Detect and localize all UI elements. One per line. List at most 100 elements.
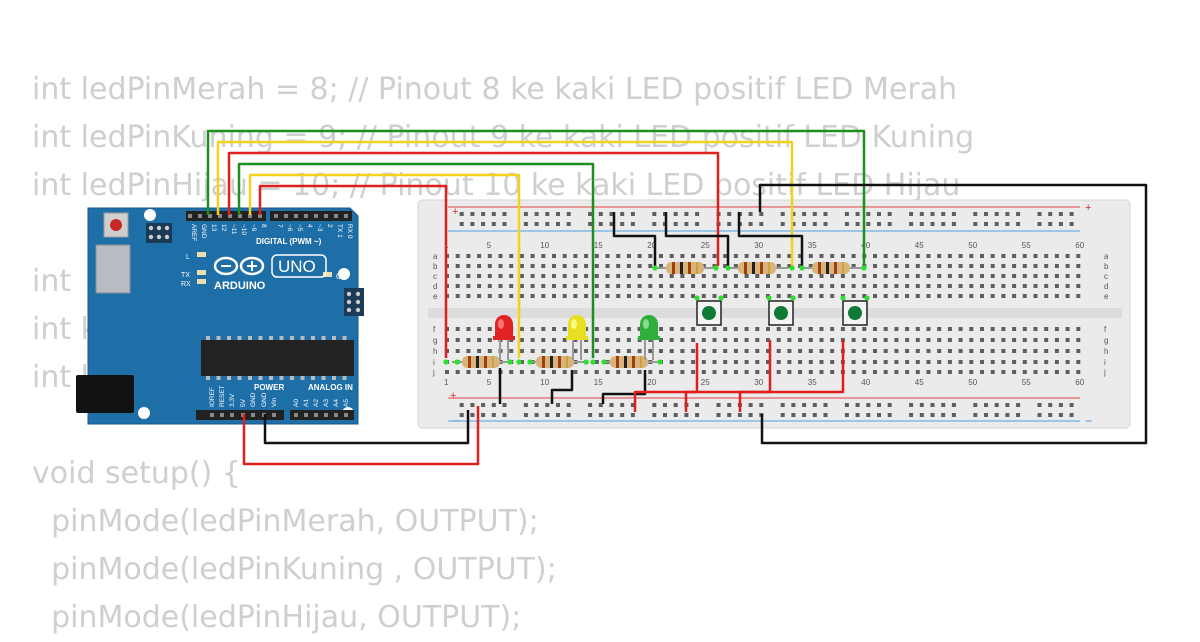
breadboard-hole	[552, 349, 556, 353]
breadboard-hole	[894, 274, 899, 278]
breadboard-hole	[477, 284, 482, 288]
connection-indicator	[790, 295, 796, 301]
rail-hole	[545, 212, 550, 216]
column-label: 50	[968, 241, 977, 250]
rail-hole	[1037, 413, 1042, 417]
code-line: void setup() {	[32, 456, 241, 491]
breadboard-hole	[980, 349, 984, 353]
breadboard-hole	[958, 294, 963, 298]
row-label: d	[1104, 282, 1108, 291]
breadboard-hole	[937, 338, 942, 342]
pin-label: 2	[326, 224, 333, 228]
rail-hole	[556, 212, 560, 216]
breadboard-hole	[851, 254, 856, 258]
breadboard-hole	[626, 338, 631, 342]
column-label: 10	[540, 378, 549, 387]
breadboard-hole	[637, 349, 642, 353]
column-label: 30	[754, 378, 763, 387]
red-wire	[738, 340, 845, 412]
breadboard-hole	[584, 284, 589, 288]
breadboard-hole	[926, 349, 931, 353]
rail-hole	[545, 222, 550, 226]
breadboard-hole	[648, 294, 653, 298]
breadboard-hole	[744, 338, 749, 342]
chip-leg	[206, 336, 210, 340]
breadboard-hole	[659, 264, 663, 268]
breadboard-hole	[733, 284, 738, 288]
breadboard-hole	[894, 264, 899, 268]
breadboard-hole	[1065, 264, 1070, 268]
rail-hole	[470, 212, 475, 216]
row-label: j	[1103, 368, 1106, 377]
breadboard-hole	[541, 284, 546, 288]
resistor	[802, 262, 862, 274]
breadboard-hole	[573, 274, 578, 278]
rail-hole	[598, 212, 603, 216]
breadboard-hole	[990, 294, 995, 298]
rail-hole	[556, 403, 560, 407]
breadboard-hole	[594, 264, 599, 268]
breadboard-hole	[616, 294, 621, 298]
breadboard-hole	[733, 264, 738, 268]
breadboard-hole	[691, 284, 696, 288]
breadboard-hole	[894, 360, 899, 364]
breadboard-hole	[487, 294, 492, 298]
rail-hole	[620, 413, 625, 417]
breadboard-hole	[733, 360, 738, 364]
pin-label: 8	[260, 224, 267, 228]
breadboard-hole	[626, 294, 631, 298]
breadboard-hole	[519, 360, 524, 364]
resistor	[656, 262, 716, 274]
rail-hole	[588, 403, 593, 407]
rail-hole	[877, 403, 881, 407]
connection-indicator	[718, 295, 724, 301]
rail-hole	[481, 403, 486, 407]
breadboard-hole	[873, 264, 877, 268]
breadboard-hole	[691, 338, 696, 342]
breadboard-hole	[541, 274, 546, 278]
breadboard-hole	[819, 349, 824, 353]
rail-hole	[844, 413, 849, 417]
pin-label: ~5	[296, 224, 303, 232]
breadboard-hole	[1033, 327, 1038, 331]
row-label: a	[1104, 252, 1109, 261]
breadboard-hole	[455, 274, 460, 278]
chip-leg	[332, 336, 336, 340]
pin-label: GND	[200, 224, 207, 239]
breadboard-hole	[723, 294, 728, 298]
resistor	[728, 262, 788, 274]
header-pin	[251, 413, 255, 417]
breadboard-hole	[584, 264, 589, 268]
breadboard-hole	[1001, 254, 1006, 258]
breadboard-hole	[787, 327, 792, 331]
breadboard-hole	[669, 338, 674, 342]
breadboard-hole	[723, 327, 728, 331]
row-label: e	[433, 292, 438, 301]
breadboard-hole	[819, 338, 824, 342]
arduino-brand-text: ARDUINO	[214, 280, 266, 292]
rail-hole	[994, 403, 999, 407]
breadboard-hole	[733, 274, 738, 278]
breadboard-hole	[787, 254, 792, 258]
breadboard-hole	[755, 327, 760, 331]
breadboard-hole	[1054, 254, 1059, 258]
rail-hole	[598, 403, 603, 407]
breadboard-hole	[1001, 338, 1006, 342]
breadboard-hole	[723, 370, 728, 374]
breadboard-hole	[947, 370, 952, 374]
rail-hole	[459, 222, 464, 226]
breadboard-hole	[1065, 274, 1070, 278]
connection-indicator	[789, 265, 795, 271]
breadboard-hole	[1076, 370, 1081, 374]
breadboard-hole	[519, 284, 524, 288]
breadboard-hole	[969, 254, 974, 258]
rail-hole	[502, 403, 507, 407]
breadboard-hole	[915, 338, 920, 342]
breadboard-hole	[509, 349, 514, 353]
breadboard-hole	[926, 327, 931, 331]
breadboard-hole	[969, 264, 974, 268]
rail-hole	[887, 413, 892, 417]
header-pin	[344, 214, 348, 218]
rail-hole	[994, 413, 999, 417]
power-header	[196, 410, 284, 420]
